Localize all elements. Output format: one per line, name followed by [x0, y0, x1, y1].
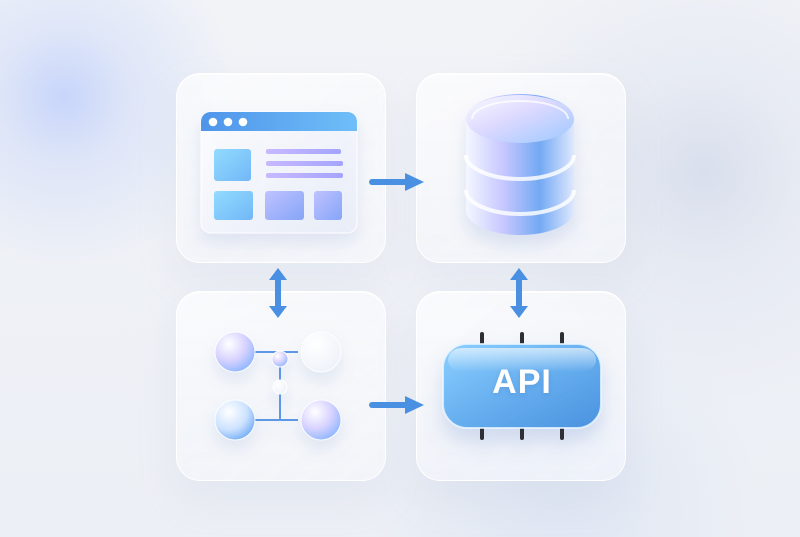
- api-label: API: [492, 363, 552, 401]
- network-graph-icon: [214, 331, 342, 441]
- arrow-right-icon: [369, 396, 424, 414]
- web-ui-icon: [200, 111, 358, 234]
- double-arrow-vertical-icon: [269, 268, 287, 318]
- database-icon: [464, 94, 576, 235]
- api-chip-icon: [442, 332, 602, 440]
- network-graph-card: [176, 291, 386, 481]
- arrow-right-icon: [369, 173, 424, 191]
- double-arrow-vertical-icon: [510, 268, 528, 318]
